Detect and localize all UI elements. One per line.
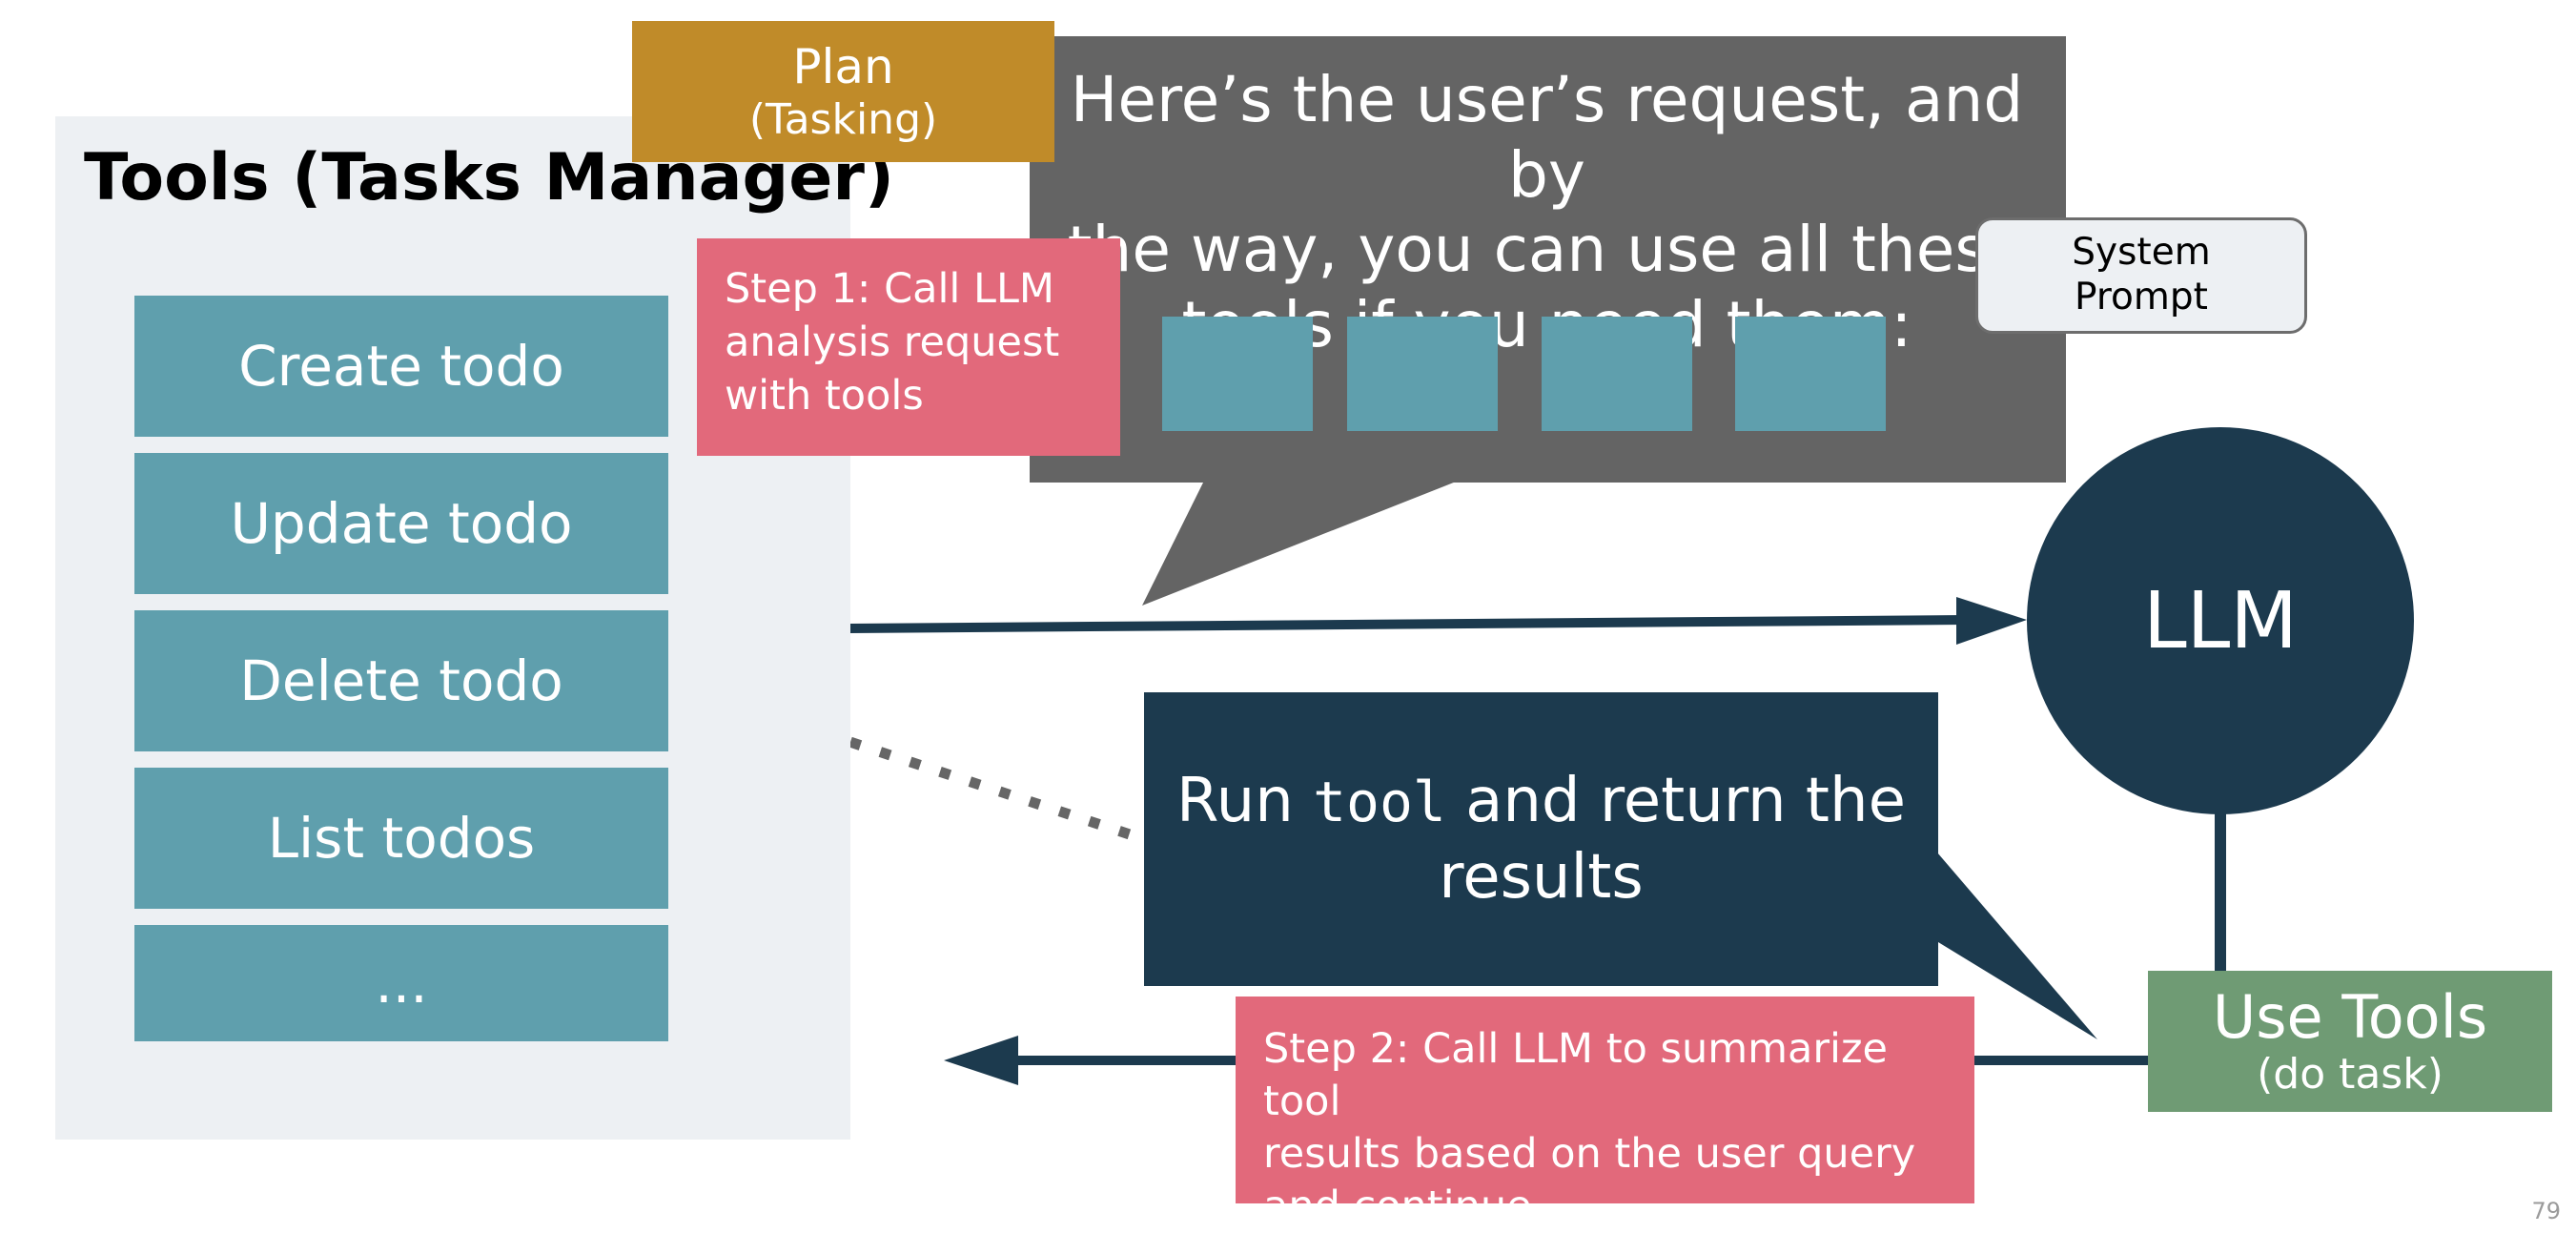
request-arrow-head bbox=[1956, 597, 2027, 645]
page-number: 79 bbox=[2531, 1198, 2561, 1224]
use-tools-sublabel: (do task) bbox=[2257, 1050, 2443, 1099]
tool-list-todos: List todos bbox=[134, 768, 668, 909]
run-tool-code: tool bbox=[1313, 770, 1446, 834]
step2-box: Step 2: Call LLM to summarize tool resul… bbox=[1236, 997, 1974, 1230]
request-tool-slot bbox=[1542, 317, 1692, 431]
tool-delete-todo: Delete todo bbox=[134, 610, 668, 751]
plan-label: Plan bbox=[792, 38, 894, 94]
request-tool-slot bbox=[1735, 317, 1886, 431]
request-bubble-tail bbox=[1142, 477, 1468, 606]
system-prompt-line-1: System bbox=[2072, 231, 2211, 275]
run-tool-prefix: Run bbox=[1176, 766, 1294, 836]
run-tool-line-1: Run tool and return the bbox=[1144, 763, 1938, 839]
request-tool-slot bbox=[1162, 317, 1313, 431]
plan-box: Plan (Tasking) bbox=[632, 21, 1054, 162]
request-arrow-line bbox=[848, 615, 1967, 633]
step2-line-3: and continue bbox=[1263, 1182, 1532, 1231]
delete-todo-dotted-link bbox=[669, 677, 1146, 845]
llm-label: LLM bbox=[2142, 575, 2299, 667]
request-line-1: Here’s the user’s request, and by bbox=[1070, 63, 2024, 212]
tool-create-todo: Create todo bbox=[134, 296, 668, 437]
step1-line-3: with tools bbox=[725, 371, 924, 420]
use-tools-label: Use Tools bbox=[2212, 982, 2488, 1053]
step1-box: Step 1: Call LLM analysis request with t… bbox=[697, 238, 1120, 456]
request-tool-slot bbox=[1347, 317, 1498, 431]
use-tools-box: Use Tools (do task) bbox=[2148, 971, 2552, 1112]
tool-more: ... bbox=[134, 925, 668, 1041]
run-tool-suffix: and return the bbox=[1465, 766, 1906, 836]
system-prompt-line-2: Prompt bbox=[2075, 276, 2208, 319]
return-arrow-head bbox=[944, 1036, 1018, 1085]
llm-circle: LLM bbox=[2027, 427, 2414, 814]
step1-line-2: analysis request bbox=[725, 318, 1060, 366]
run-tool-line-2: results bbox=[1439, 842, 1644, 913]
tool-update-todo: Update todo bbox=[134, 453, 668, 594]
step2-line-2: results based on the user query bbox=[1263, 1130, 1916, 1179]
plan-sublabel: (Tasking) bbox=[748, 94, 938, 144]
request-line-2: the way, you can use all these bbox=[1067, 213, 2027, 287]
step2-line-1: Step 2: Call LLM to summarize tool bbox=[1263, 1025, 1888, 1126]
run-tool-box: Run tool and return the results bbox=[1144, 692, 1938, 986]
system-prompt-box: System Prompt bbox=[1975, 217, 2307, 334]
run-box-tail bbox=[1926, 839, 2097, 1039]
step1-line-1: Step 1: Call LLM bbox=[725, 265, 1055, 313]
